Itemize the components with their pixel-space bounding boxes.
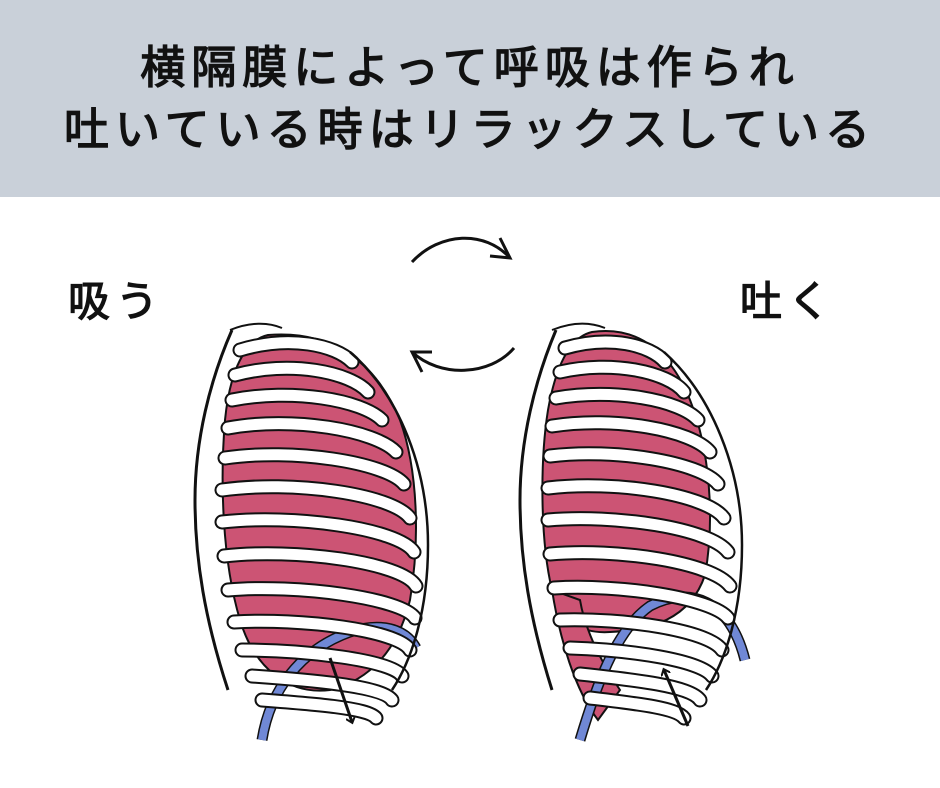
sternum-inhale bbox=[229, 322, 283, 331]
cycle-arrow-top-head-icon bbox=[489, 237, 513, 260]
ribcage-exhale bbox=[518, 322, 751, 742]
arrow-down-icon bbox=[328, 657, 352, 722]
exhale-label: 吐く bbox=[740, 277, 837, 326]
spine-inhale bbox=[193, 329, 234, 691]
spine-exhale bbox=[518, 329, 558, 691]
title-line-1: 横隔膜によって呼吸は作られ bbox=[140, 40, 800, 94]
cage-outline-inhale bbox=[349, 351, 430, 691]
cage-outline-exhale bbox=[663, 351, 744, 691]
cycle-arrow-bottom-icon bbox=[410, 347, 516, 372]
ribs-exhale-fill bbox=[542, 336, 736, 724]
cycle-arrow-bottom-head-icon bbox=[409, 350, 432, 373]
title-banner: 横隔膜によって呼吸は作られ 吐いている時はリラックスしている bbox=[0, 0, 940, 197]
inhale-label: 吸う bbox=[68, 277, 165, 326]
arrow-up-icon bbox=[664, 670, 690, 727]
ribcage-inhale bbox=[193, 322, 430, 741]
cycle-arrow-top-icon bbox=[410, 236, 512, 264]
sternum-exhale bbox=[551, 322, 606, 331]
title-line-2: 吐いている時はリラックスしている bbox=[64, 102, 876, 156]
